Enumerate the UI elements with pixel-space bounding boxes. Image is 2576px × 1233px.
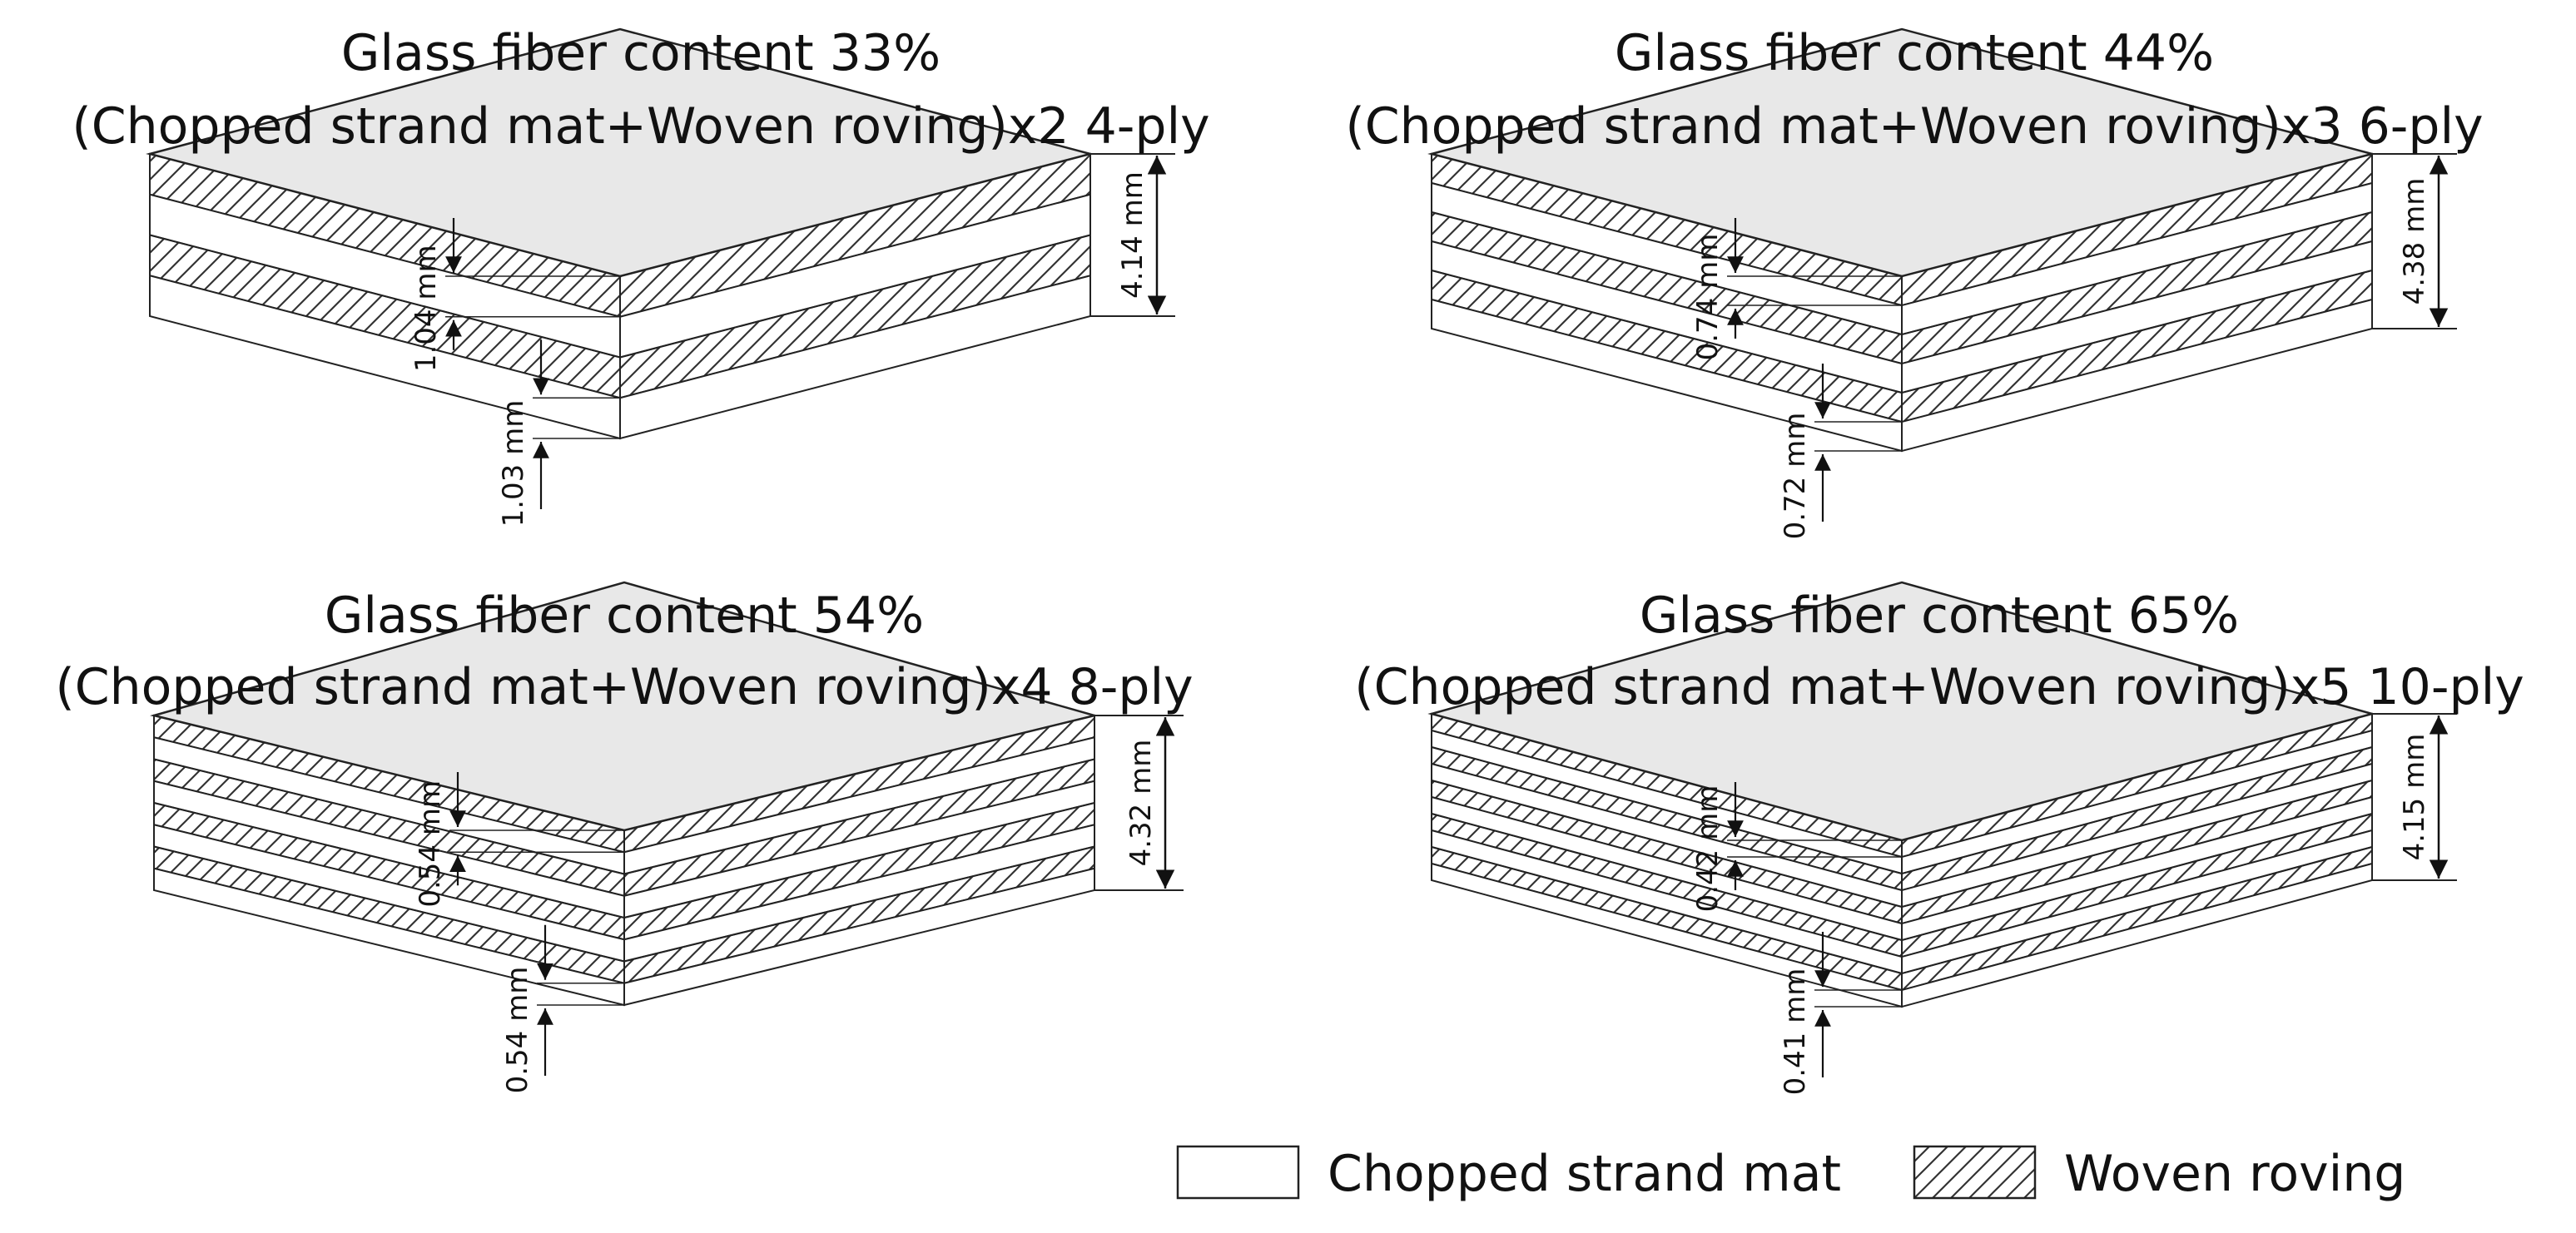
mat-ply-thickness-label: 0.54 mm	[501, 967, 534, 1094]
woven-ply-thickness-label: 0.42 mm	[1691, 785, 1725, 913]
panel-2-title-line1: Glass fiber content 44%	[1615, 24, 2214, 82]
woven-ply-thickness-label: 0.74 mm	[1691, 234, 1725, 361]
panel-4-title-line1: Glass fiber content 65%	[1640, 587, 2239, 645]
legend-woven-swatch	[1913, 1145, 2037, 1200]
laminate-panel-6ply: 4.38 mm 0.74 mm 0.72 mm	[1427, 27, 2457, 540]
legend-mat-label: Chopped strand mat	[1328, 1145, 1841, 1203]
total-thickness-label: 4.38 mm	[2398, 178, 2431, 305]
panel-2-title-line2: (Chopped strand mat+Woven roving)x3 6-pl…	[1345, 97, 2483, 156]
panel-3-title-line1: Glass fiber content 54%	[325, 587, 924, 645]
total-thickness-label: 4.32 mm	[1124, 740, 1158, 867]
legend: Chopped strand mat Woven roving	[1176, 1145, 2405, 1203]
mat-ply-thickness-label: 0.41 mm	[1779, 968, 1812, 1096]
total-thickness-label: 4.15 mm	[2398, 734, 2431, 861]
total-thickness-label: 4.14 mm	[1116, 171, 1149, 299]
legend-mat-swatch	[1176, 1145, 1300, 1200]
woven-ply-thickness-label: 1.04 mm	[409, 245, 443, 372]
panel-1-title-line1: Glass fiber content 33%	[341, 24, 941, 82]
panel-3-title-line2: (Chopped strand mat+Woven roving)x4 8-pl…	[55, 658, 1193, 716]
panel-4-title-line2: (Chopped strand mat+Woven roving)x5 10-p…	[1354, 658, 2524, 716]
panel-1-title-line2: (Chopped strand mat+Woven roving)x2 4-pl…	[72, 97, 1209, 156]
legend-woven-label: Woven roving	[2064, 1145, 2405, 1203]
mat-ply-thickness-label: 0.72 mm	[1779, 413, 1812, 540]
laminate-panel-8ply: 4.32 mm 0.54 mm 0.54 mm	[150, 581, 1184, 1094]
laminate-panel-4ply: 4.14 mm 1.04 mm 1.03 mm	[146, 27, 1175, 527]
woven-ply-thickness-label: 0.54 mm	[414, 780, 447, 908]
mat-ply-thickness-label: 1.03 mm	[497, 400, 530, 527]
laminate-panel-10ply: 4.15 mm 0.42 mm 0.41 mm	[1427, 581, 2457, 1096]
